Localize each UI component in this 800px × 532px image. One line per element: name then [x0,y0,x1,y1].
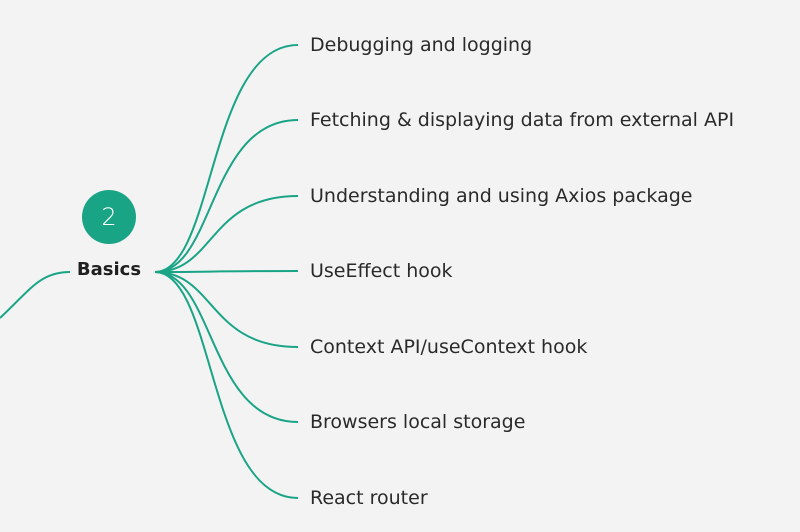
node-title[interactable]: Basics [76,259,142,280]
topic-item[interactable]: Fetching & displaying data from external… [310,109,735,131]
topic-item[interactable]: Understanding and using Axios package [310,185,693,207]
branch-connector [154,44,299,273]
node-number: 2 [101,203,117,231]
topic-item[interactable]: Browsers local storage [310,411,526,433]
node-number-badge[interactable]: 2 [82,190,136,244]
topic-item[interactable]: Context API/useContext hook [310,336,588,358]
branch-connector [154,195,299,273]
branch-connector [154,270,299,273]
branch-connector [154,271,299,499]
branch-connectors [154,44,299,499]
parent-connector [0,271,71,319]
branch-connector [154,119,299,273]
branch-connector [154,271,299,423]
branch-connector [154,271,299,348]
topic-item[interactable]: React router [310,487,428,509]
topic-item[interactable]: UseEffect hook [310,260,453,282]
topic-item[interactable]: Debugging and logging [310,34,533,56]
